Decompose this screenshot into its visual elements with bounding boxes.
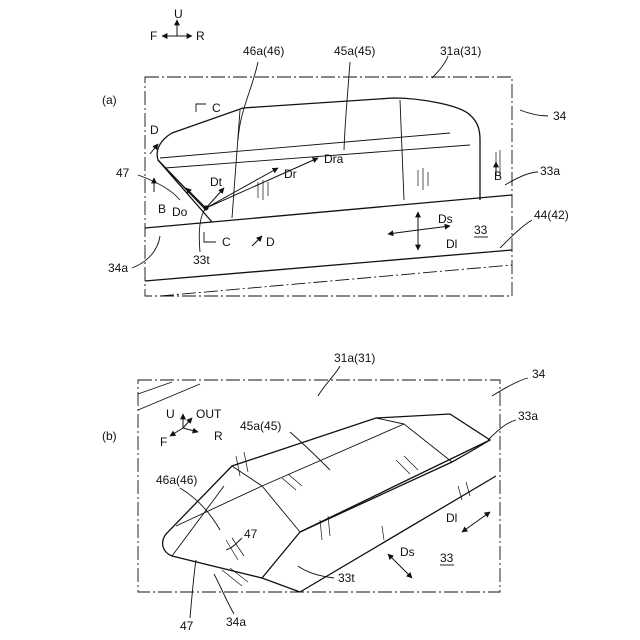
compass-a-rear: R: [196, 29, 205, 43]
label-34-a: 34: [553, 109, 567, 123]
panel-b-compass: U OUT F R: [160, 407, 223, 449]
compass-b-rear: R: [214, 429, 223, 443]
leader-45a-b: [290, 432, 330, 470]
arrow-ds-b-2: [400, 566, 412, 578]
label-33-a: 33: [474, 223, 488, 237]
leader-33t-b: [298, 566, 334, 578]
label-47-inner: 47: [244, 527, 258, 541]
inner-divider-46a: [232, 110, 240, 218]
arrow-dt: [206, 188, 224, 208]
compass-a-front: F: [150, 29, 157, 43]
leader-34-b: [492, 378, 528, 396]
label-34-b: 34: [532, 367, 546, 381]
label-dt: Dt: [210, 175, 223, 189]
leader-47-outer: [190, 560, 196, 618]
label-33t-b: 33t: [338, 571, 355, 585]
compass-a-up: U: [174, 7, 183, 21]
label-d-top: D: [150, 123, 159, 137]
arrow-dl-b-2: [462, 522, 476, 532]
label-34a-b: 34a: [226, 615, 246, 629]
raised-body-inner: [160, 133, 470, 168]
section-c-bottom-marker: [204, 232, 216, 242]
leader-31a: [432, 56, 448, 78]
label-45a-b: 45a(45): [240, 419, 281, 433]
label-b-left: B: [158, 202, 166, 216]
arrow-dl-right: [418, 226, 450, 230]
label-46a-b: 46a(46): [156, 473, 197, 487]
leader-31a-b: [318, 366, 340, 396]
panel-a-compass: U F R: [150, 7, 205, 43]
leader-33a-b: [488, 420, 516, 440]
label-do: Do: [172, 205, 188, 219]
surface-33a-edge-b: [262, 440, 496, 592]
compass-b-front: F: [160, 435, 167, 449]
label-31a-b: 31a(31): [334, 351, 375, 365]
leader-34: [520, 110, 548, 116]
compass-b-out: OUT: [196, 407, 222, 421]
label-dra: Dra: [324, 152, 344, 166]
panel-a-label: (a): [102, 93, 117, 107]
label-33a-b: 33a: [518, 409, 538, 423]
label-47-a: 47: [116, 166, 130, 180]
leader-33a: [505, 172, 538, 185]
arrow-ds-b-1: [388, 554, 400, 566]
leader-34a: [132, 236, 160, 268]
hatch-marks-b: [222, 452, 470, 586]
leader-45a: [344, 62, 350, 150]
arrow-dl-b-1: [476, 512, 490, 522]
arrow-do: [186, 188, 206, 208]
label-34a-a: 34a: [108, 261, 128, 275]
arrow-dra: [206, 158, 318, 208]
label-b-right: B: [494, 169, 502, 183]
label-45a-a: 45a(45): [334, 44, 375, 58]
label-d-bottom: D: [266, 235, 275, 249]
leader-34a-b: [214, 574, 234, 614]
label-ds-a: Ds: [438, 212, 453, 226]
raised-body-outline: [157, 98, 480, 222]
label-33t-a: 33t: [193, 253, 210, 267]
compass-b-up: U: [166, 407, 175, 421]
leader-46a-b: [180, 488, 220, 530]
arrow-dl-left: [388, 230, 418, 234]
label-c-top: C: [212, 101, 221, 115]
leader-46a: [238, 62, 258, 140]
section-c-top-marker: [196, 104, 206, 112]
panel-b: (b) U OUT F R: [102, 351, 546, 633]
panel-b-label: (b): [102, 429, 117, 443]
label-ds-b: Ds: [400, 545, 415, 559]
label-46a-a: 46a(46): [243, 44, 284, 58]
label-33-b: 33: [440, 551, 454, 565]
panel-b-corner-lines: [138, 382, 200, 410]
leader-44: [500, 220, 532, 248]
label-31a-a: 31a(31): [440, 44, 481, 58]
label-dr: Dr: [284, 167, 297, 181]
label-33a-a: 33a: [540, 164, 560, 178]
label-c-bottom: C: [222, 235, 231, 249]
edge-lower-dash: [160, 265, 512, 296]
section-d-bottom-marker: [252, 236, 262, 246]
label-dl-a: Dl: [446, 237, 457, 251]
label-dl-b: Dl: [446, 511, 457, 525]
label-44-a: 44(42): [534, 208, 569, 222]
panel-a: (a) U F R: [102, 7, 569, 296]
label-47-outer: 47: [180, 619, 194, 633]
